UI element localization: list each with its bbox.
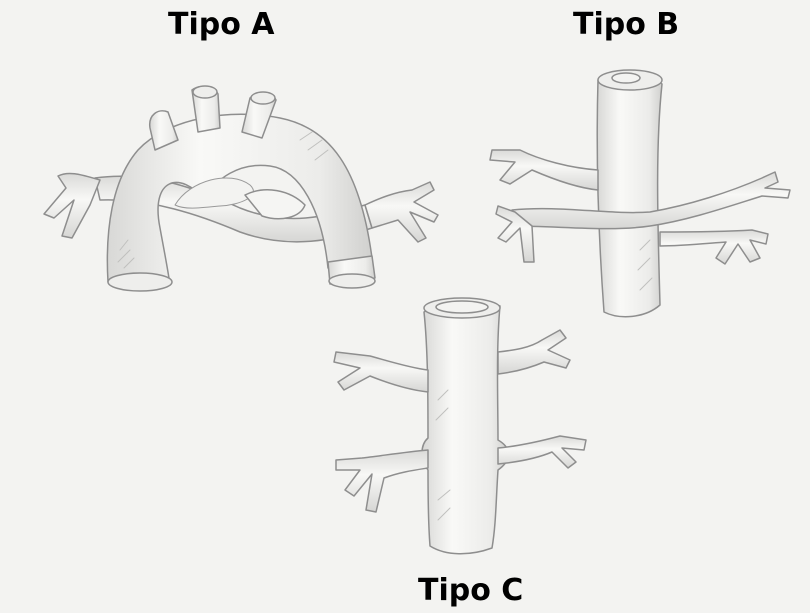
type-c-upper-right-branch	[498, 330, 570, 374]
type-a-label: Tipo A	[168, 10, 275, 40]
type-c-lower-left-branch	[336, 450, 428, 512]
type-c-drawing	[334, 298, 586, 554]
type-c-lower-right-branch	[498, 436, 586, 468]
type-c-label: Tipo C	[418, 576, 523, 606]
type-c-upper-left-branch	[334, 352, 428, 392]
type-a-right-branch	[365, 182, 438, 242]
type-a-drawing	[44, 86, 438, 291]
type-b-label: Tipo B	[573, 10, 679, 40]
type-b-left-branch	[490, 150, 598, 190]
type-b-trunk	[597, 74, 662, 317]
type-b-lower-right-branch	[660, 230, 768, 264]
type-c-trunk	[422, 301, 509, 554]
type-a-left-branch	[44, 173, 100, 238]
type-b-drawing	[490, 70, 790, 317]
